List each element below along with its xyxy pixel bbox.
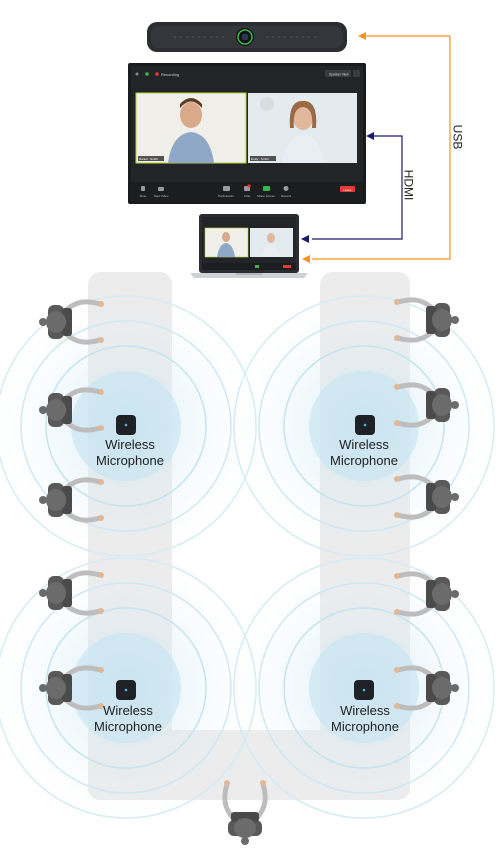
microphone-puck-top-right [355, 415, 375, 435]
usb-label: USB [450, 124, 465, 150]
microphone-label-line2: Microphone [96, 453, 164, 468]
microphone-puck-bottom-left [116, 680, 136, 700]
usb-arrow-to-laptop [302, 255, 310, 263]
microphone-label-bottom-right: Wireless Microphone [305, 703, 425, 735]
display-toolbar-record: Record [281, 194, 291, 198]
hdmi-label: HDMI [401, 169, 416, 201]
display-participant-left-name: Daniel · Smith [139, 157, 158, 161]
microphone-label-line1: Wireless [103, 703, 153, 718]
display-recording-label: Recording [161, 72, 179, 77]
display-participant-right-name: Emily · Smith [251, 157, 269, 161]
video-bar-camera [147, 22, 347, 52]
hdmi-arrow-to-laptop [301, 235, 309, 243]
display-end-label: Leave [343, 188, 352, 192]
microphone-label-top-right: Wireless Microphone [304, 437, 424, 469]
display-speaker-view-label: Speaker View [329, 73, 349, 77]
microphone-puck-bottom-right [354, 680, 374, 700]
main-display [128, 63, 366, 204]
microphone-label-line1: Wireless [339, 437, 389, 452]
microphone-label-line1: Wireless [340, 703, 390, 718]
microphone-label-line2: Microphone [330, 453, 398, 468]
display-toolbar-chat: Chat [244, 194, 251, 198]
display-toolbar-start-video: Start Video [154, 194, 169, 198]
hdmi-arrow-to-display [366, 132, 374, 140]
microphone-label-line2: Microphone [331, 719, 399, 734]
microphone-puck-top-left [116, 415, 136, 435]
microphone-label-line1: Wireless [105, 437, 155, 452]
usb-arrow-to-camera [358, 32, 366, 40]
microphone-label-top-left: Wireless Microphone [70, 437, 190, 469]
hdmi-connection-line [312, 135, 403, 240]
display-toolbar-share-screen: Share Screen [257, 194, 276, 198]
usb-connection-line [312, 35, 451, 260]
laptop [190, 214, 308, 278]
microphone-label-line2: Microphone [94, 719, 162, 734]
display-toolbar-mute: Mute [140, 194, 147, 198]
display-toolbar-participants: Participants [218, 194, 234, 198]
microphone-label-bottom-left: Wireless Microphone [68, 703, 188, 735]
